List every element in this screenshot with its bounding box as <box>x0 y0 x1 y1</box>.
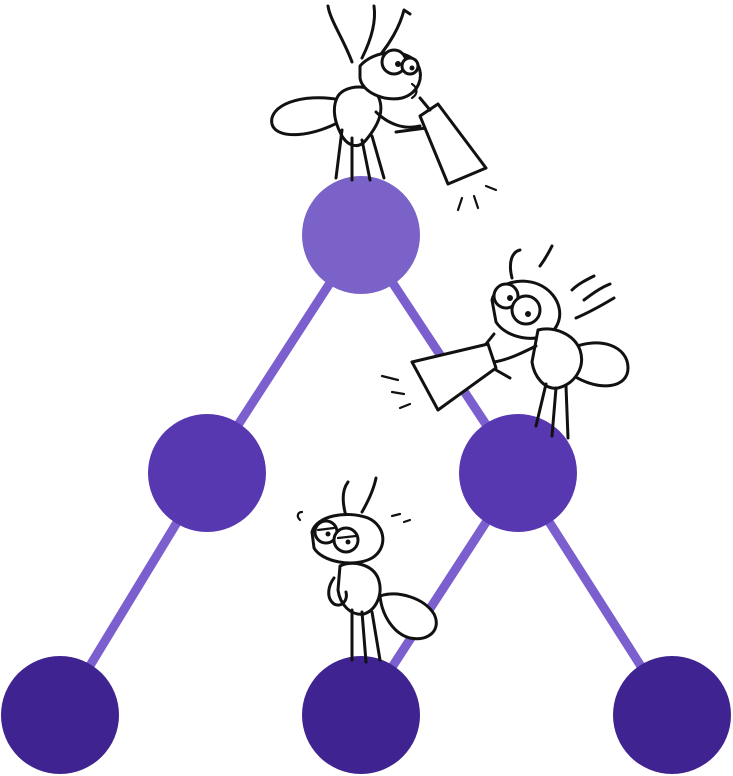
ant-top-with-megaphone-icon <box>270 4 498 212</box>
ant-bottom-worried-icon <box>296 476 438 664</box>
node-mid-left <box>148 414 266 532</box>
nodes <box>1 176 731 774</box>
node-leaf-left <box>1 656 119 774</box>
node-mid-right <box>459 414 577 532</box>
node-leaf-middle <box>302 656 420 774</box>
node-root <box>302 176 420 294</box>
ant-right-with-megaphone-icon <box>380 244 630 440</box>
node-leaf-right <box>613 656 731 774</box>
